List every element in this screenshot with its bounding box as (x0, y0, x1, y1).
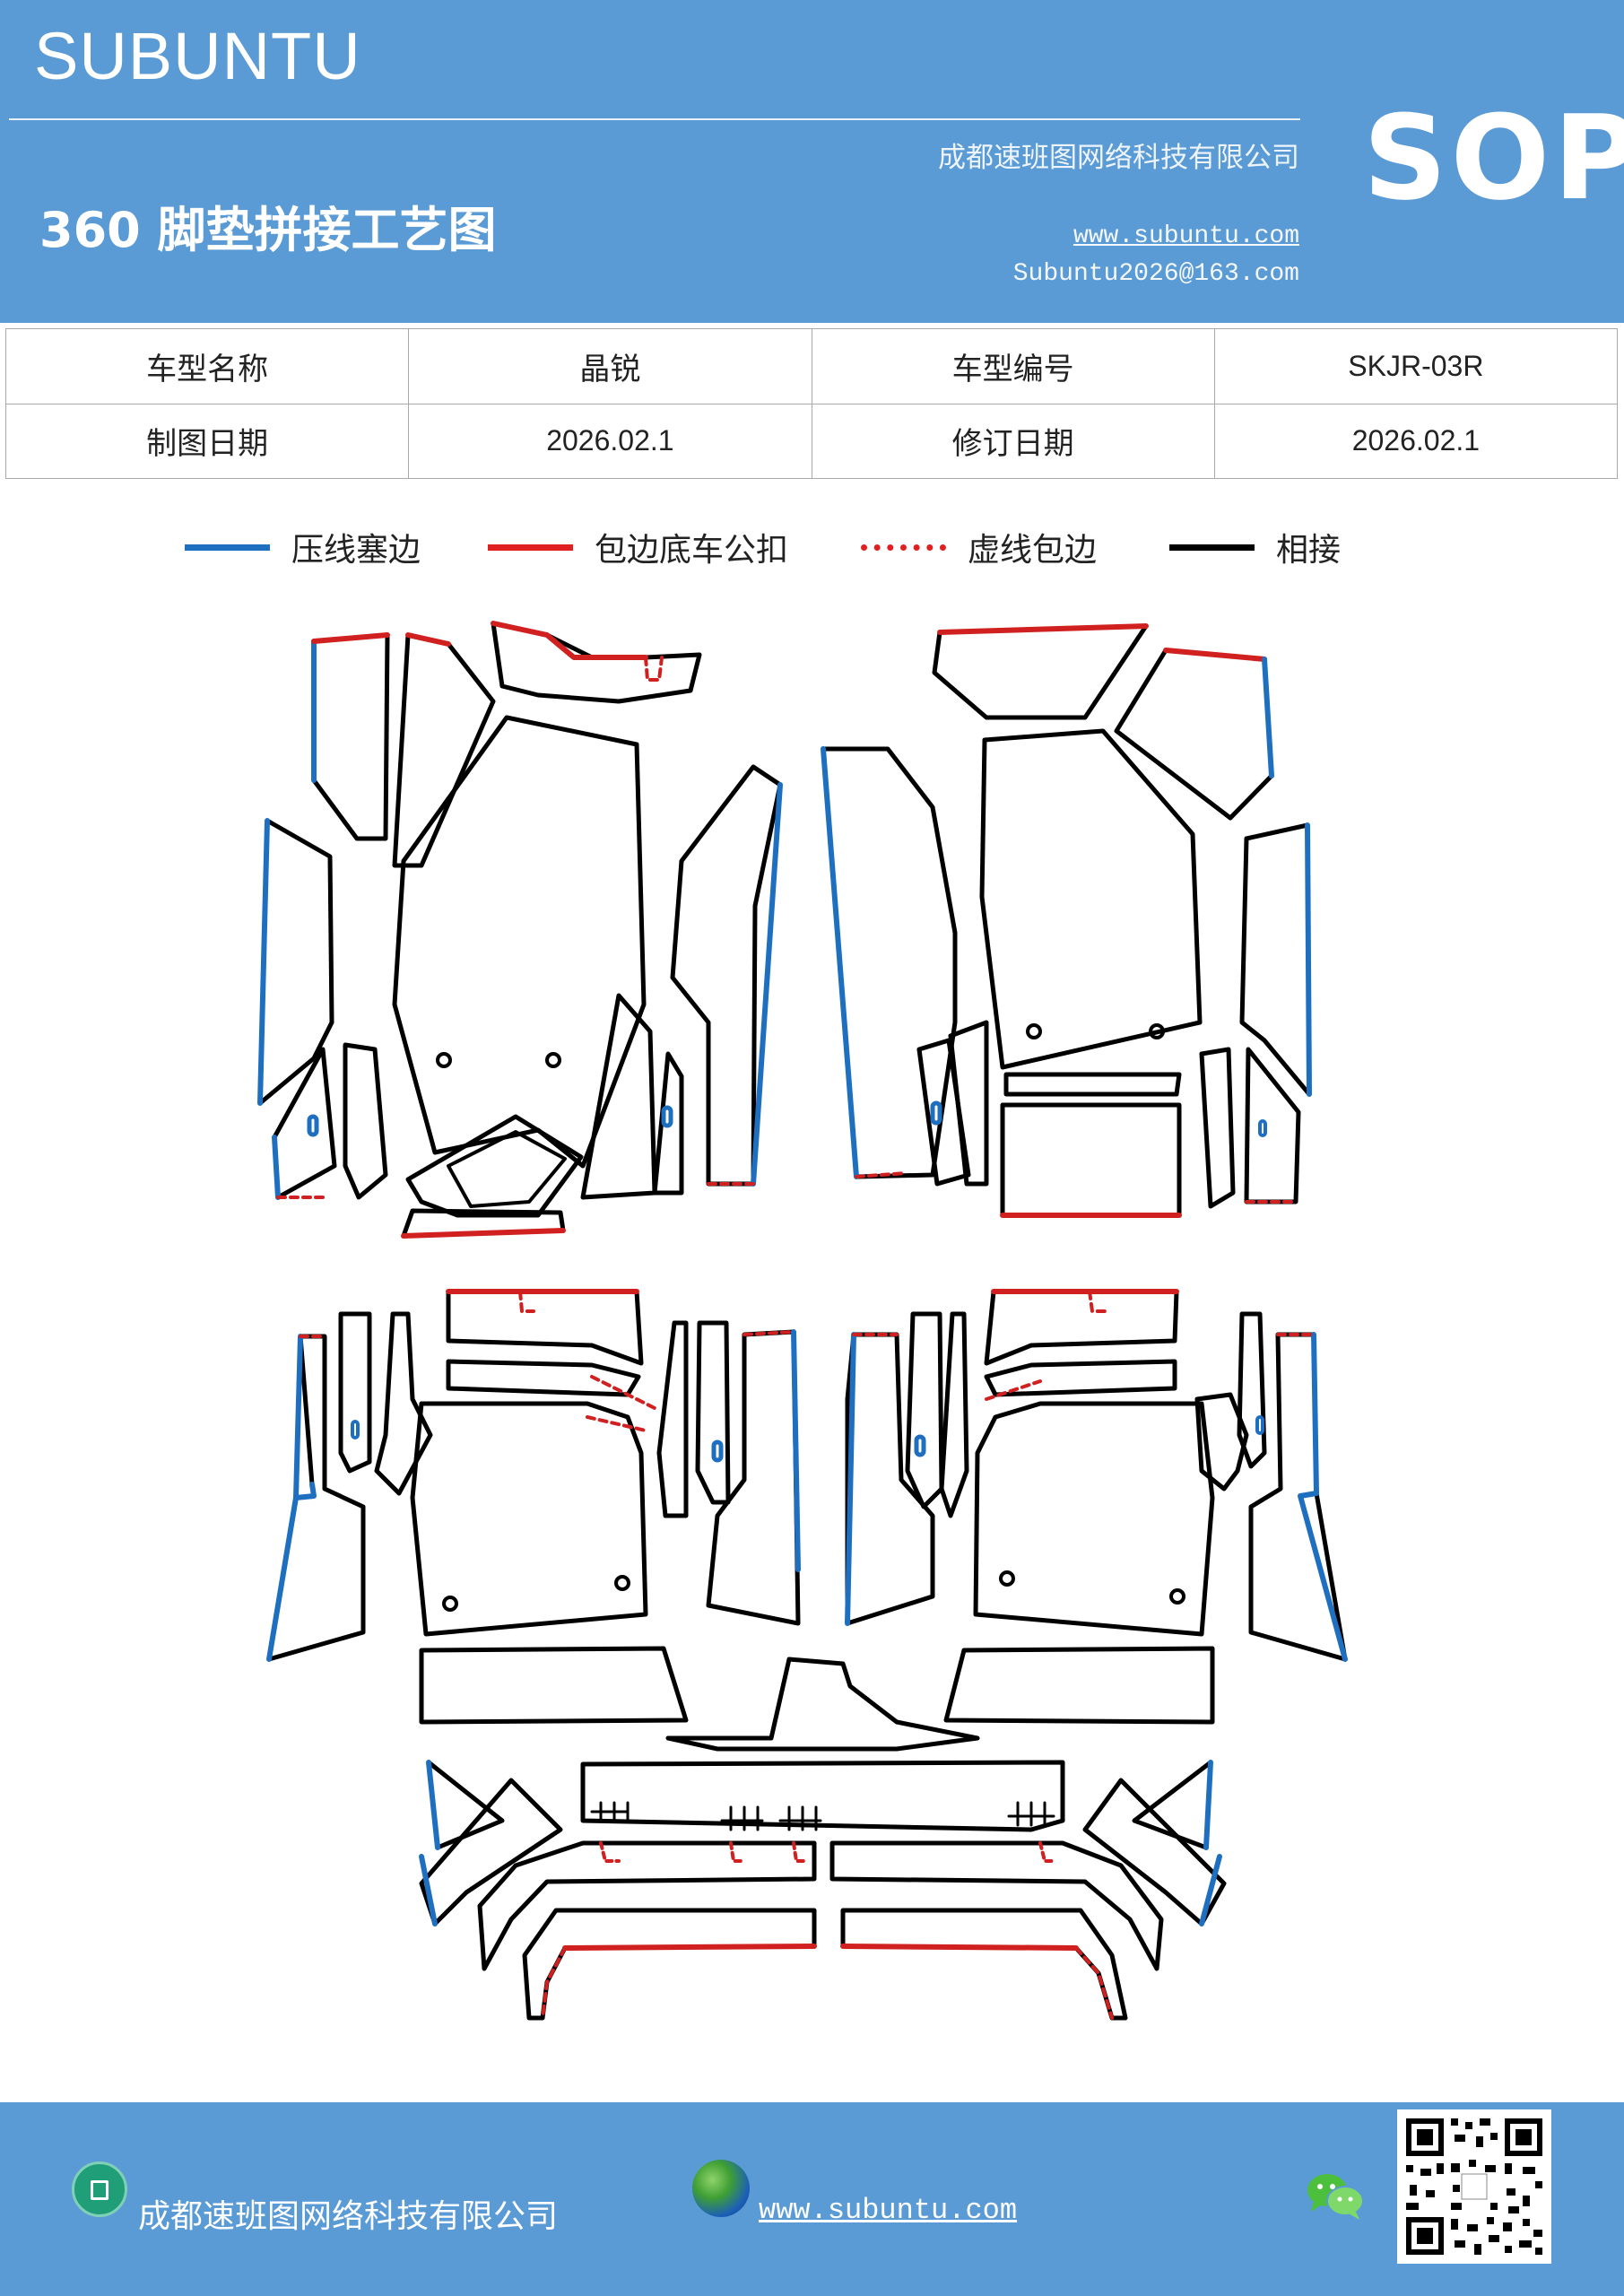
legend-label: 包边底车公扣 (595, 532, 789, 569)
floor-mat-splice-diagram (257, 621, 1348, 2021)
model-name-label: 车型名称 (4, 328, 410, 404)
model-code-label: 车型编号 (811, 328, 1215, 404)
legend-swatch-red (488, 544, 573, 551)
header-company-name: 成都速班图网络科技有限公司 (938, 142, 1299, 174)
sop-label: SOP (1363, 90, 1624, 226)
legend-swatch-black (1169, 544, 1255, 551)
revision-date-label: 修订日期 (811, 403, 1215, 479)
info-row: 车型名称 晶锐 车型编号 SKJR-03R (4, 328, 1619, 404)
legend-label: 虚线包边 (968, 532, 1098, 569)
revision-date-value: 2026.02.1 (1213, 403, 1619, 479)
legend-item-dashed-edge: 虚线包边 (861, 520, 1097, 574)
legend-swatch-red-dashed (861, 544, 946, 551)
footer-website-link[interactable]: www.subuntu.com (759, 2194, 1018, 2227)
model-name-value: 晶锐 (408, 328, 812, 404)
legend-swatch-blue (185, 544, 270, 551)
header-website-link[interactable]: www.subuntu.com (1073, 222, 1299, 250)
footer-company-name: 成都速班图网络科技有限公司 (138, 2198, 559, 2235)
middle-strip-group (419, 1646, 1227, 2021)
legend-item-press-line: 压线塞边 (185, 520, 421, 574)
model-code-value: SKJR-03R (1213, 328, 1619, 404)
legend-label: 压线塞边 (291, 532, 421, 569)
info-row: 制图日期 2026.02.1 修订日期 2026.02.1 (4, 403, 1619, 479)
front-right-mat-group (821, 623, 1312, 1218)
legend-label: 相接 (1276, 532, 1342, 569)
rear-left-mat-group (266, 1289, 801, 1662)
globe-icon (692, 2160, 750, 2217)
rear-right-mat-group (845, 1289, 1348, 1662)
vehicle-info-table: 车型名称 晶锐 车型编号 SKJR-03R 制图日期 2026.02.1 修订日… (4, 328, 1619, 479)
page-footer: 成都速班图网络科技有限公司 www.subuntu.com (0, 2102, 1624, 2296)
front-left-mat-group (257, 621, 783, 1239)
drawing-date-value: 2026.02.1 (408, 403, 812, 479)
drawing-date-label: 制图日期 (4, 403, 410, 479)
document-title: 360 脚垫拼接工艺图 (39, 202, 497, 258)
legend-item-edge-clip: 包边底车公扣 (488, 520, 788, 574)
header-divider (9, 118, 1300, 120)
legend-item-joint: 相接 (1169, 520, 1341, 574)
header-email: Subuntu2026@163.com (1012, 260, 1299, 288)
qr-code[interactable] (1397, 2109, 1551, 2264)
page-header: SUBUNTU 360 脚垫拼接工艺图 成都速班图网络科技有限公司 www.su… (0, 0, 1624, 323)
wechat-icon (1307, 2174, 1364, 2220)
brand-logo-text: SUBUNTU (34, 19, 361, 93)
building-icon (72, 2161, 127, 2217)
